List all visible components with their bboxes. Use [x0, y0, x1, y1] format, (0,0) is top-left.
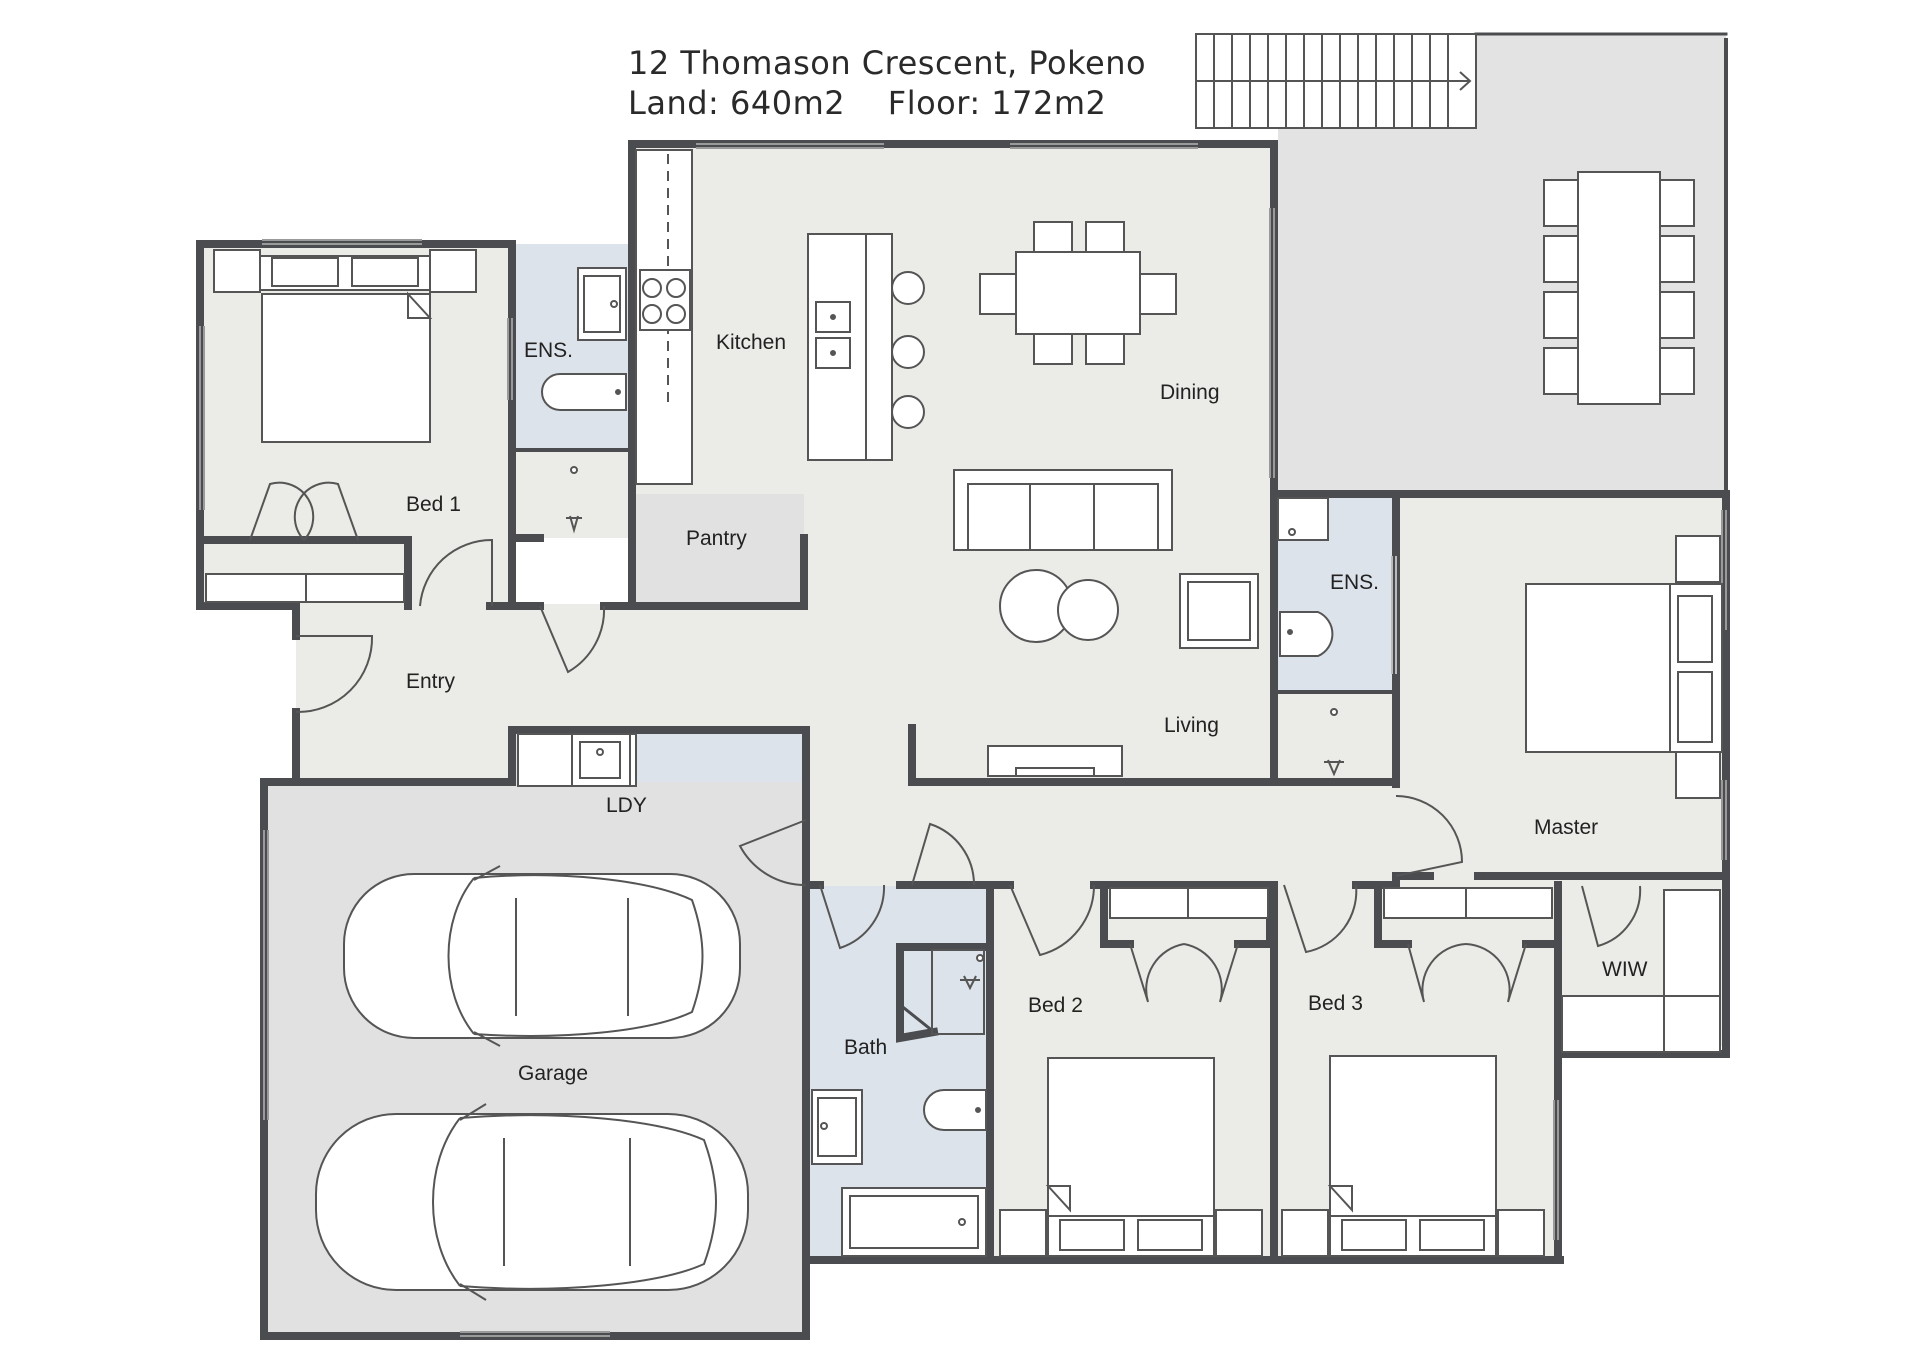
windows	[199, 143, 1727, 1337]
label-bed2: Bed 2	[1028, 994, 1083, 1017]
label-dining: Dining	[1160, 381, 1220, 404]
kitchen-dining-living-floor	[632, 144, 1272, 782]
label-bed3: Bed 3	[1308, 992, 1363, 1015]
ens1-fixtures	[541, 267, 627, 534]
label-kitchen: Kitchen	[716, 331, 786, 354]
bed3-furniture	[1281, 887, 1553, 1257]
label-bed1: Bed 1	[406, 493, 461, 516]
room-labels: Kitchen Dining Living Bed 1 ENS. Pantry …	[406, 331, 1648, 1085]
bed1-furniture	[205, 249, 477, 603]
master-furniture	[1525, 535, 1723, 799]
ens2-shower-floor	[1274, 692, 1396, 780]
label-ldy: LDY	[606, 794, 647, 817]
label-garage: Garage	[518, 1062, 588, 1085]
bed2-furniture	[999, 887, 1269, 1257]
garage-cars	[315, 865, 749, 1301]
dining-table-set	[979, 221, 1177, 365]
label-living: Living	[1164, 714, 1219, 737]
label-master: Master	[1534, 816, 1598, 839]
label-ens2: ENS.	[1330, 571, 1379, 594]
kitchen-fixtures	[635, 149, 925, 485]
deck-stairs	[1195, 33, 1477, 129]
ens2-fixtures	[1277, 497, 1344, 777]
label-ens1: ENS.	[524, 339, 573, 362]
outdoor-dining-set	[1543, 171, 1695, 405]
plan-address: 12 Thomason Crescent, Pokeno	[628, 44, 1147, 82]
ldy-fixtures	[517, 733, 637, 787]
bath-fixtures	[811, 949, 987, 1257]
pantry-floor	[632, 494, 804, 602]
label-wiw: WIW	[1602, 958, 1648, 981]
label-entry: Entry	[406, 670, 456, 693]
plan-areas: Land: 640m2 Floor: 172m2	[628, 84, 1107, 122]
doors	[249, 481, 1642, 1003]
label-bath: Bath	[844, 1036, 887, 1059]
wiw-fixtures	[1561, 889, 1721, 1053]
label-pantry: Pantry	[686, 527, 747, 550]
living-furniture	[953, 469, 1259, 777]
